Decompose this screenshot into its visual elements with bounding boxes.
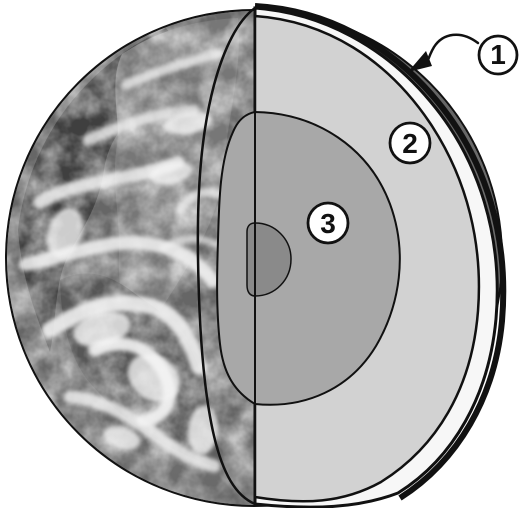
pointer-arrowhead (408, 51, 432, 72)
marker-2: 2 (390, 123, 430, 163)
marker-3: 3 (308, 203, 348, 243)
pointer-arrow-icon (427, 35, 478, 63)
marker-1-arrow (408, 35, 478, 72)
marker-2-label: 2 (402, 128, 418, 159)
marker-1-label: 1 (490, 39, 506, 70)
marker-1: 1 (479, 36, 517, 74)
marker-3-label: 3 (320, 208, 336, 239)
